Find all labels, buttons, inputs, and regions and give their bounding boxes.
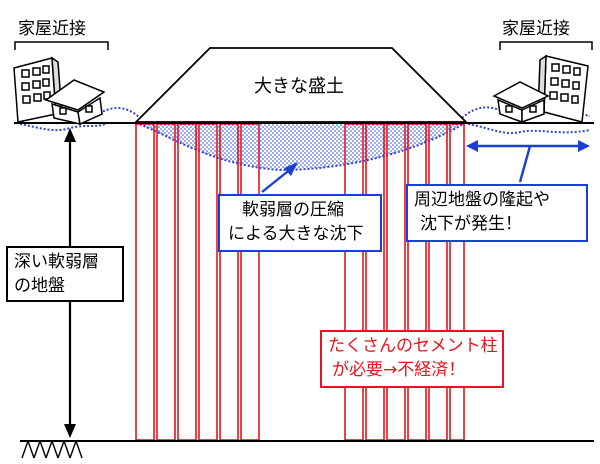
embankment-label: 大きな盛土: [254, 76, 344, 97]
callout-compression-line1: 軟弱層の圧縮: [242, 200, 344, 220]
cement-columns-left: [135, 123, 260, 441]
callout-cement-columns-line1: たくさんのセメント柱: [328, 336, 498, 356]
settle-left: [19, 123, 106, 132]
callout-compression: 軟弱層の圧縮 による大きな沈下: [218, 194, 382, 252]
building-right-icon: [537, 54, 589, 123]
house-right-icon: [492, 81, 550, 124]
house-right-label: 家屋近接: [502, 19, 570, 39]
callout-surrounding-line1: 周辺地盤の隆起や: [414, 190, 550, 210]
callout-cement-columns-line2: が必要→不経済！: [332, 360, 466, 380]
compression-arrow: [261, 162, 298, 193]
callout-surrounding-line2: 沈下が発生！: [420, 214, 522, 234]
building-left-icon: [13, 56, 63, 123]
bracket-right: [499, 41, 593, 50]
settle-right: [467, 123, 591, 134]
callout-deep-soft-layer-line1: 深い軟弱層: [14, 252, 99, 272]
cement-columns-right: [344, 123, 465, 441]
callout-cement-columns: たくさんのセメント柱 が必要→不経済！: [320, 330, 504, 388]
callout-compression-line2: による大きな沈下: [228, 224, 364, 244]
house-left-label: 家屋近接: [18, 19, 86, 39]
settlement-trough: [135, 122, 469, 172]
callout-deep-soft-layer-line2: の地盤: [14, 276, 65, 296]
surrounding-arrow: [466, 140, 590, 183]
callout-deep-soft-layer: 深い軟弱層 の地盤: [6, 246, 124, 302]
house-left-icon: [44, 79, 106, 126]
bedrock-hatch: [21, 440, 83, 459]
bracket-left: [14, 41, 109, 50]
callout-surrounding: 周辺地盤の隆起や 沈下が発生！: [406, 184, 588, 242]
